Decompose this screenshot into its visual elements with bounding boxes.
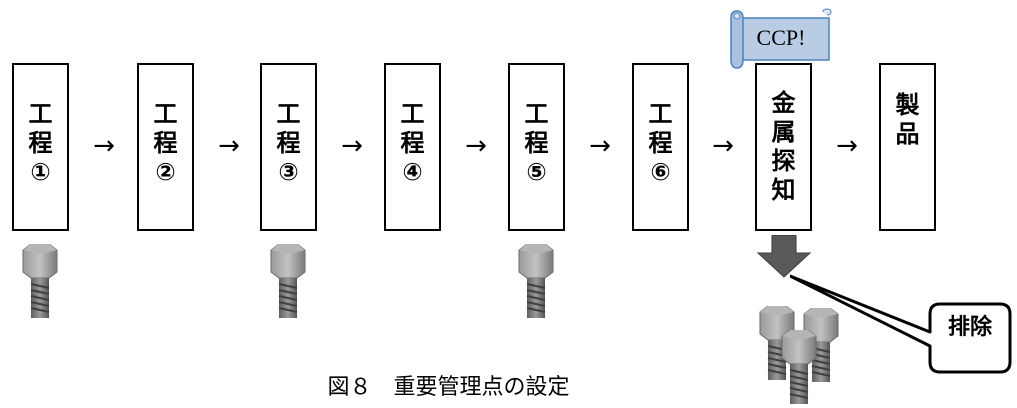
down-arrow-icon xyxy=(756,235,812,278)
ccp-tag: CCP! xyxy=(727,8,837,72)
process-box-5: 工 程 ⑤ xyxy=(508,63,565,231)
process-box-label: 製 品 xyxy=(895,91,920,148)
process-box-label: 金 属 探 知 xyxy=(771,89,796,204)
flow-arrow: → xyxy=(836,131,858,161)
process-box-4: 工 程 ④ xyxy=(384,63,441,231)
scroll-icon xyxy=(730,8,832,69)
flow-arrow: → xyxy=(341,131,363,161)
process-box-label: 工 程 ② xyxy=(153,100,178,186)
process-box-6: 工 程 ⑥ xyxy=(632,63,689,231)
flow-arrow: → xyxy=(589,131,611,161)
process-box-label: 工 程 ⑥ xyxy=(648,100,673,186)
process-box-label: 工 程 ③ xyxy=(276,100,301,186)
metal-detection-box: 金 属 探 知 xyxy=(755,63,812,231)
ccp-label: CCP! xyxy=(756,25,806,50)
process-box-label: 工 程 ⑤ xyxy=(524,100,549,186)
reject-callout-bubble xyxy=(790,274,1012,374)
flow-arrow: → xyxy=(712,131,734,161)
hex-bolt-icon xyxy=(22,244,58,318)
hex-bolt-icon xyxy=(781,330,817,404)
process-box-label: 工 程 ④ xyxy=(400,100,425,186)
flow-arrow: → xyxy=(465,131,487,161)
figure-caption: 図８ 重要管理点の設定 xyxy=(327,375,570,400)
process-box-label: 工 程 ① xyxy=(28,100,53,186)
flow-arrow: → xyxy=(218,131,240,161)
reject-label: 排除 xyxy=(947,315,992,340)
hex-bolt-icon xyxy=(518,244,554,318)
process-box-2: 工 程 ② xyxy=(137,63,194,231)
flow-arrow: → xyxy=(93,131,115,161)
hex-bolt-icon xyxy=(270,244,306,318)
product-box: 製 品 xyxy=(879,63,936,231)
process-box-1: 工 程 ① xyxy=(12,63,69,231)
process-box-3: 工 程 ③ xyxy=(260,63,317,231)
